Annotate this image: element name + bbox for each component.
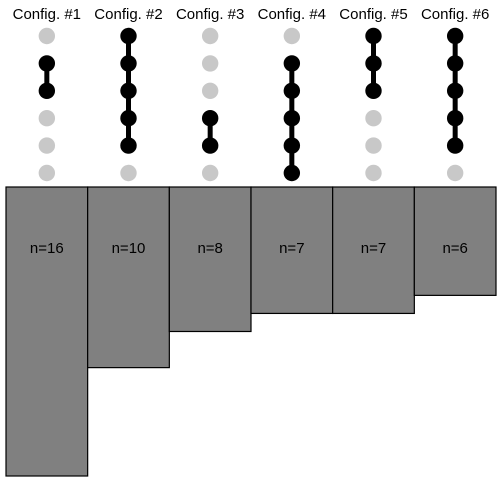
- active-dot: [120, 55, 137, 72]
- inactive-dot: [38, 164, 56, 182]
- bar: [87, 186, 170, 369]
- inactive-dot: [283, 27, 301, 45]
- bar: [168, 186, 252, 333]
- inactive-dot: [120, 164, 137, 182]
- bar-value-label: n=7: [361, 240, 386, 257]
- column-label: Config. #3: [176, 6, 244, 23]
- bar-value-label: n=16: [30, 240, 64, 257]
- bars: n=16 n=10 n=8 n=7 n=7 n=6: [5, 186, 497, 477]
- column-label: Config. #5: [339, 6, 407, 23]
- active-dot: [38, 82, 56, 100]
- active-dot: [201, 110, 219, 127]
- dot-column: [365, 27, 382, 182]
- active-dot: [446, 137, 464, 154]
- active-dot: [365, 55, 382, 72]
- inactive-dot: [365, 110, 382, 127]
- dot-column: [201, 27, 219, 182]
- column-label: Config. #1: [13, 6, 81, 23]
- active-dot: [446, 82, 464, 100]
- bar: [250, 186, 334, 315]
- active-dot: [38, 55, 56, 72]
- active-dot: [365, 82, 382, 100]
- column-label: Config. #4: [258, 6, 326, 23]
- active-dot: [446, 55, 464, 72]
- bar-value-label: n=8: [197, 240, 222, 257]
- dot-column: [120, 27, 137, 182]
- dot-matrix: [38, 27, 464, 182]
- active-dot: [201, 137, 219, 154]
- active-dot: [283, 55, 301, 72]
- dot-column: [446, 27, 464, 182]
- column-label: Config. #2: [94, 6, 162, 23]
- inactive-dot: [365, 137, 382, 154]
- inactive-dot: [201, 55, 219, 72]
- active-dot: [283, 137, 301, 154]
- bar-value-label: n=6: [442, 240, 467, 257]
- active-dot: [283, 110, 301, 127]
- active-dot: [446, 27, 464, 45]
- active-dot: [120, 137, 137, 154]
- inactive-dot: [38, 110, 56, 127]
- active-dot: [446, 110, 464, 127]
- dot-column: [38, 27, 56, 182]
- bar-value-label: n=7: [279, 240, 304, 257]
- active-dot: [283, 82, 301, 100]
- bar: [413, 186, 497, 296]
- inactive-dot: [201, 164, 219, 182]
- active-dot: [283, 164, 301, 182]
- column-label: Config. #6: [421, 6, 489, 23]
- bar-value-label: n=10: [112, 240, 146, 257]
- inactive-dot: [201, 82, 219, 100]
- active-dot: [120, 27, 137, 45]
- inactive-dot: [365, 164, 382, 182]
- inactive-dot: [38, 137, 56, 154]
- inactive-dot: [38, 27, 56, 45]
- inactive-dot: [201, 27, 219, 45]
- inactive-dot: [446, 164, 464, 182]
- bar: [5, 186, 89, 477]
- active-dot: [365, 27, 382, 45]
- column-labels: Config. #1 Config. #2 Config. #3 Config. #4…: [13, 6, 490, 23]
- active-dot: [120, 110, 137, 127]
- active-dot: [120, 82, 137, 100]
- dot-column: [283, 27, 301, 182]
